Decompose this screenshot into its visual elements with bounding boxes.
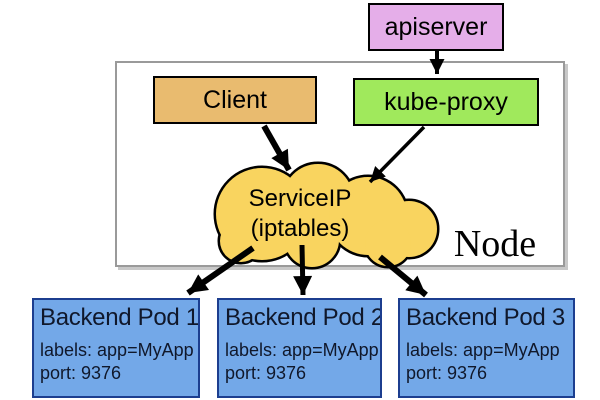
backend-pod-1-title: Backend Pod 1 [40, 304, 199, 331]
apiserver-label: apiserver [384, 12, 488, 41]
service-ip-label: ServiceIP (iptables) [202, 184, 398, 244]
backend-pod-2-labels: labels: app=MyApp [225, 340, 379, 360]
apiserver-box: apiserver [368, 3, 504, 51]
backend-pod-3-box: Backend Pod 3 labels: app=MyApp port: 93… [398, 298, 575, 398]
kube-proxy-label: kube-proxy [384, 87, 508, 116]
client-label: Client [203, 85, 267, 114]
backend-pod-1-port: port: 9376 [40, 363, 122, 383]
kube-proxy-box: kube-proxy [353, 78, 539, 126]
backend-pod-3-port: port: 9376 [406, 363, 488, 383]
node-label: Node [453, 223, 537, 265]
service-ip-label-line2: (iptables) [250, 215, 350, 242]
client-box: Client [153, 76, 317, 124]
backend-pod-3-title: Backend Pod 3 [406, 304, 565, 331]
service-ip-label-line1: ServiceIP [248, 185, 352, 212]
backend-pod-2-port: port: 9376 [225, 363, 307, 383]
backend-pod-1-labels: labels: app=MyApp [40, 340, 194, 360]
backend-pod-2-box: Backend Pod 2 labels: app=MyApp port: 93… [217, 298, 382, 398]
backend-pod-1-box: Backend Pod 1 labels: app=MyApp port: 93… [32, 298, 200, 398]
backend-pod-3-labels: labels: app=MyApp [406, 340, 560, 360]
backend-pod-2-title: Backend Pod 2 [225, 304, 382, 331]
